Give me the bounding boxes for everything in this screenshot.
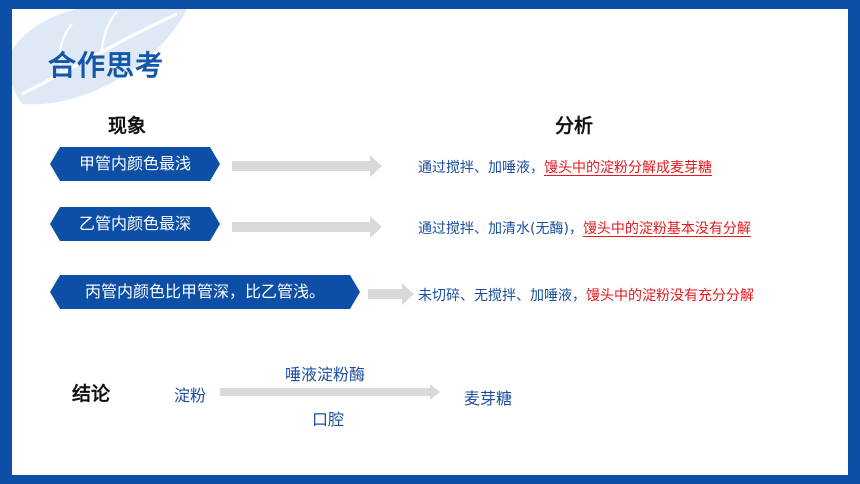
page-title: 合作思考 [48,49,165,82]
right-arrow-icon [232,155,382,177]
analysis-highlight-3: 馒头中的淀粉没有充分分解 [586,288,754,304]
slide: 合作思考 现象 分析 甲管内颜色最浅 通过搅拌、加唾液，馒头中的淀粉分解成麦芽糖… [12,9,848,475]
header-phenomenon: 现象 [108,115,147,137]
conclusion-reactant: 淀粉 [174,386,207,405]
analysis-plain-1: 通过搅拌、加唾液， [418,160,544,176]
analysis-plain-3: 未切碎、无搅拌、加唾液， [418,288,586,304]
conclusion-enzyme: 唾液淀粉酶 [285,365,366,384]
reaction-arrow-icon [220,384,440,400]
analysis-highlight-1: 馒头中的淀粉分解成麦芽糖 [544,160,712,176]
conclusion-site: 口腔 [312,410,345,429]
phenomenon-tag-1: 甲管内颜色最浅 [50,147,220,181]
analysis-highlight-2: 馒头中的淀粉基本没有分解 [582,221,751,237]
leaf-decoration-icon [12,9,187,105]
analysis-text-2: 通过搅拌、加清水(无酶)，馒头中的淀粉基本没有分解 [418,218,751,238]
header-analysis: 分析 [555,115,594,137]
analysis-text-1: 通过搅拌、加唾液，馒头中的淀粉分解成麦芽糖 [418,157,712,177]
right-arrow-icon [368,283,414,305]
phenomenon-tag-2: 乙管内颜色最深 [50,207,220,241]
conclusion-label: 结论 [72,383,111,405]
right-arrow-icon [232,216,382,238]
phenomenon-tag-3: 丙管内颜色比甲管深，比乙管浅。 [50,275,360,309]
conclusion-product: 麦芽糖 [464,389,513,408]
analysis-text-3: 未切碎、无搅拌、加唾液，馒头中的淀粉没有充分分解 [418,285,754,305]
analysis-plain-2: 通过搅拌、加清水(无酶)， [418,221,583,237]
